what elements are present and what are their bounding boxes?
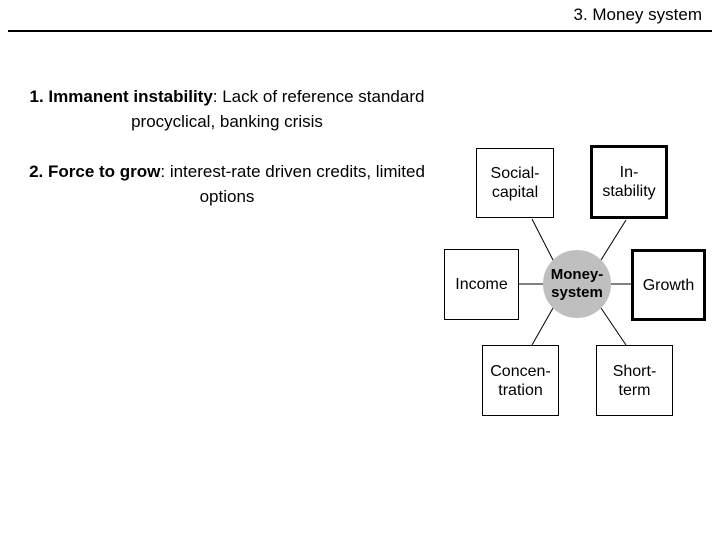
diagram-node-growth[interactable]: Growth: [631, 249, 706, 321]
bullet-list: 1. Immanent instability: Lack of referen…: [12, 84, 442, 209]
diagram-node-growth-label: Growth: [642, 276, 695, 294]
bullet-text-2: : interest-rate driven credits, limited …: [160, 162, 425, 206]
connector-center-to-short-term: [600, 307, 627, 346]
connector-center-to-social-capital: [531, 218, 554, 261]
diagram-node-instability-label: In-stability: [602, 164, 656, 200]
bullet-text-1: : Lack of reference standard procyclical…: [131, 87, 425, 131]
bullet-item-immanent-instability: 1. Immanent instability: Lack of referen…: [12, 84, 442, 134]
bullet-item-force-to-grow: 2. Force to grow: interest-rate driven c…: [12, 159, 442, 209]
diagram-node-concentration[interactable]: Concen-tration: [482, 345, 559, 416]
diagram-node-concentration-label: Concen-tration: [490, 362, 551, 399]
slide-header: 3. Money system: [0, 0, 720, 32]
bullet-lead-1: 1. Immanent instability: [29, 87, 213, 106]
connector-center-to-concentration: [531, 307, 554, 346]
diagram-node-income-label: Income: [455, 276, 508, 293]
diagram-node-money-system[interactable]: Money-system: [543, 250, 611, 318]
money-system-diagram: Social-capital In-stability Income Growt…: [436, 140, 720, 430]
diagram-node-money-system-label: Money-system: [550, 266, 604, 301]
diagram-node-instability[interactable]: In-stability: [590, 145, 668, 219]
diagram-node-social-capital[interactable]: Social-capital: [476, 148, 554, 218]
diagram-node-short-term[interactable]: Short-term: [596, 345, 673, 416]
diagram-node-social-capital-label: Social-capital: [490, 165, 540, 201]
diagram-node-short-term-label: Short-term: [612, 362, 657, 399]
diagram-connector-lines: [519, 218, 632, 346]
connector-center-to-instability: [600, 219, 627, 261]
bullet-lead-2: 2. Force to grow: [29, 162, 161, 181]
page-title: 3. Money system: [573, 5, 703, 24]
diagram-node-income[interactable]: Income: [444, 249, 519, 320]
header-divider: [8, 30, 712, 32]
